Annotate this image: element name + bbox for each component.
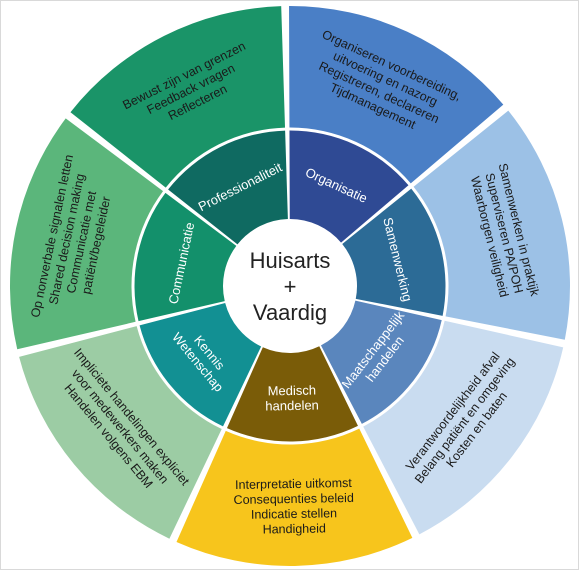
competency-description: Interpretatie uitkomstConsequenties bele…: [233, 476, 354, 537]
inner-wedge: [289, 130, 409, 243]
outer-wedge: [19, 326, 222, 539]
text-line: Huisarts: [250, 248, 331, 273]
text-line: +: [284, 274, 297, 299]
inner-wedge: [168, 130, 288, 245]
inner-wedge: [226, 346, 358, 442]
center-title: Huisarts+Vaardig: [250, 248, 331, 325]
outer-wedge: [10, 118, 164, 350]
center-disk: [224, 220, 356, 352]
inner-wedge: [139, 302, 262, 427]
text-line: Vaardig: [253, 300, 327, 325]
outer-wedge: [363, 320, 564, 535]
inner-wedge: [320, 300, 442, 424]
segment-3: MaatschappelijkhandelenVerantwoordelijkh…: [320, 300, 564, 535]
competency-label: Medischhandelen: [265, 382, 319, 413]
text-line: Medisch: [267, 382, 316, 398]
outer-wedge: [289, 5, 504, 184]
text-line: Indicatie stellen: [251, 506, 337, 522]
text-line: handelen: [265, 397, 319, 413]
outer-wedge: [70, 6, 286, 188]
outer-wedge: [413, 110, 570, 340]
inner-wedge: [342, 188, 446, 316]
outer-wedge: [176, 428, 413, 566]
text-line: Handigheid: [262, 521, 326, 536]
text-line: Interpretatie uitkomst: [235, 476, 352, 492]
text-line: Consequenties beleid: [233, 491, 354, 507]
inner-wedge: [134, 192, 237, 322]
